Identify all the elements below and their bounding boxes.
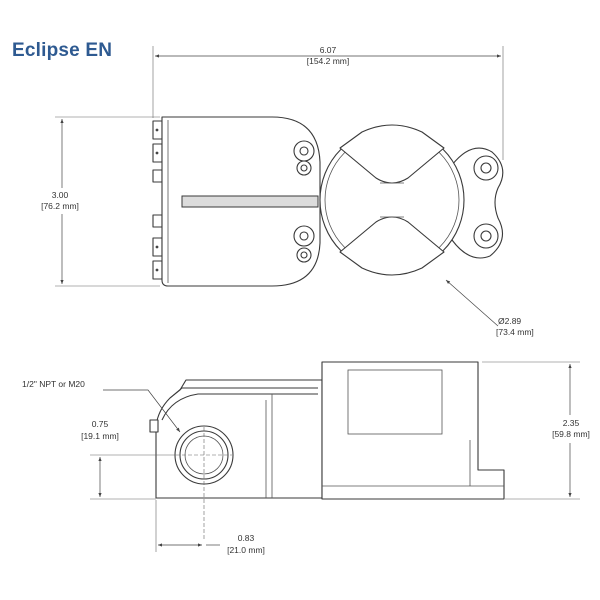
- diameter-mm-label: [73.4 mm]: [496, 327, 534, 337]
- top-view: 6.07 [154.2 mm] 3.00 [76.2 mm]: [30, 45, 534, 337]
- side-view: 2.35 [59.8 mm] 1/2" NPT or M20 0.75 [19.…: [22, 361, 600, 555]
- side-height-inch-label: 2.35: [563, 418, 580, 428]
- diameter-inch-label: Ø2.89: [498, 316, 521, 326]
- diameter-leader: [445, 279, 499, 327]
- height-inch-label: 3.00: [52, 190, 69, 200]
- conduit-offset-inch-label: 0.83: [238, 533, 255, 543]
- conduit-offset-mm-label: [21.0 mm]: [227, 545, 265, 555]
- length-mm-label: [154.2 mm]: [307, 56, 350, 66]
- thread-leader: [103, 389, 181, 433]
- conduit-height-mm-label: [19.1 mm]: [81, 431, 119, 441]
- lens-segment-top: [339, 124, 445, 184]
- height-mm-label: [76.2 mm]: [41, 201, 79, 211]
- side-height-mm-label: [59.8 mm]: [552, 429, 590, 439]
- page-title: Eclipse EN: [12, 40, 113, 61]
- hinge-screws: [293, 140, 315, 263]
- conduit-height-inch-label: 0.75: [92, 419, 109, 429]
- lens-segment-bottom: [339, 216, 445, 276]
- length-inch-label: 6.07: [320, 45, 337, 55]
- side-housing-right: [321, 361, 505, 500]
- side-window: [347, 369, 443, 435]
- height-label-bg: [30, 188, 90, 214]
- left-clips: [152, 120, 163, 280]
- label-slot: [181, 195, 319, 208]
- thread-label: 1/2" NPT or M20: [22, 379, 85, 389]
